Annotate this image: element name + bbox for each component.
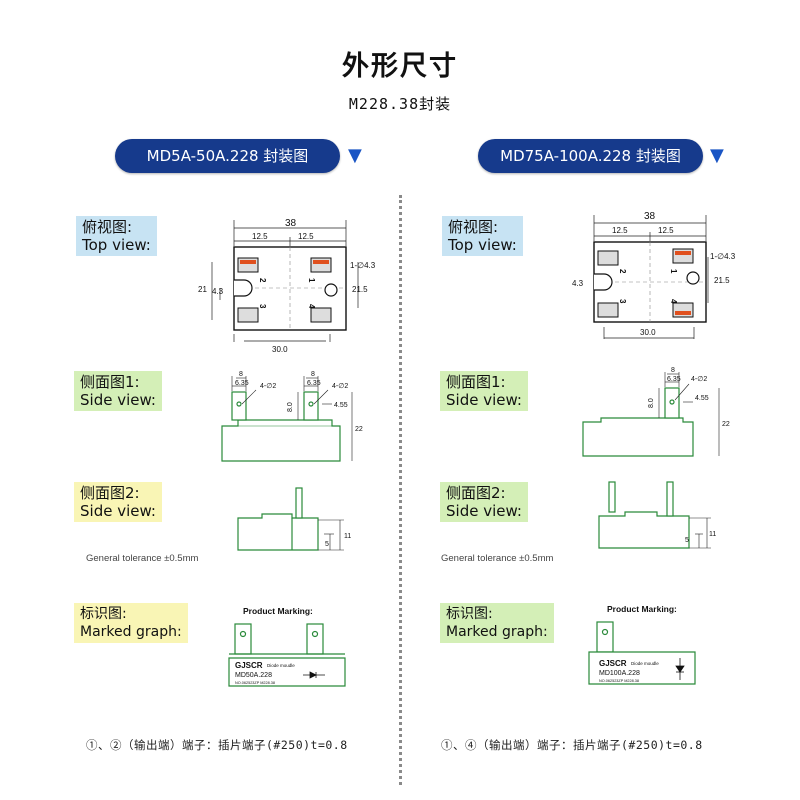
left-side1-drawing: 8 6.35 4-∅2 8 6.35 4-∅2 8.0 4.55 22: [221, 371, 363, 462]
dim-height-r: 21.5: [352, 285, 368, 294]
right-side1-cn: 侧面图1:: [446, 373, 506, 391]
left-side2-cn: 侧面图2:: [80, 484, 140, 502]
left-top-view-label: 俯视图: Top view:: [76, 216, 157, 256]
left-brand-sub: Diode moudle: [267, 663, 295, 668]
dim-half-a: 12.5: [612, 226, 628, 235]
dim-height: 21: [198, 285, 207, 294]
side1-dim-pin-off: 4.55: [334, 402, 348, 409]
left-marking-cn: 标识图:: [80, 606, 127, 622]
right-diode-symbol-icon: [675, 658, 685, 680]
dim-slot: 4.3: [212, 287, 224, 296]
dim-hole-spacing: 30.0: [272, 345, 288, 354]
side1-dim-pin-w-b: 6.35: [307, 380, 321, 387]
dim-half-a: 12.5: [252, 232, 268, 241]
right-side1-drawing: 8 6.35 4-∅2 8.0 4.55 22: [582, 367, 730, 457]
side1-dim-total: 22: [355, 426, 363, 433]
left-side2-en: Side view:: [80, 502, 156, 520]
pin-3-mark: 3: [618, 299, 627, 304]
left-marking-label: 标识图: Marked graph:: [74, 603, 188, 643]
left-top-view-drawing: 38 12.5 12.5 30.0 21 4.3 1-∅4.3 21.5 2 1…: [198, 218, 376, 354]
pin-4-mark: 4: [669, 299, 678, 304]
left-side1-label: 侧面图1: Side view:: [74, 371, 162, 411]
dim-width: 38: [644, 211, 656, 222]
left-side2-drawing: 11 5: [237, 487, 351, 551]
pin-1-mark: 1: [669, 269, 678, 274]
side1-dim-8b: 8: [311, 371, 315, 378]
pin-3-mark: 3: [258, 304, 267, 309]
dim-half-b: 12.5: [298, 232, 314, 241]
side1-dim-8: 8: [239, 371, 243, 378]
right-model: MD100A.228: [599, 670, 640, 677]
dim-hole-spacing: 30.0: [640, 328, 656, 337]
left-top-view-en: Top view:: [82, 236, 151, 254]
right-top-view-en: Top view:: [448, 236, 517, 254]
dim-hole: 1-∅4.3: [710, 252, 736, 261]
right-brand: GJSCR: [599, 659, 627, 668]
center-divider: [399, 195, 402, 785]
right-serial: NO.062523ZP M228.38: [599, 679, 639, 683]
dim-height-r: 21.5: [714, 276, 730, 285]
side1-dim-pin-w: 6.35: [235, 380, 249, 387]
left-diode-symbol-icon: [303, 671, 325, 679]
right-top-view-cn: 俯视图:: [448, 218, 499, 236]
side2r-dim-base: 5: [685, 537, 689, 544]
right-top-view-drawing: 38 12.5 12.5 30.0 4.3 1-∅4.3 21.5 2 1 3 …: [572, 211, 736, 339]
page-title: 外形尺寸: [342, 51, 458, 82]
right-brand-sub: Diode moudle: [631, 661, 659, 666]
side1-dim-pin-hole-b: 4-∅2: [332, 383, 348, 390]
pin-4-mark: 4: [307, 304, 316, 309]
left-banner: MD5A-50A.228 封装图: [115, 139, 340, 173]
dim-hole: 1-∅4.3: [350, 261, 376, 270]
right-product-marking-text: Product Marking:: [607, 604, 677, 614]
side2-dim-body: 11: [344, 533, 351, 540]
right-marking-en: Marked graph:: [446, 624, 548, 640]
dim-width: 38: [285, 218, 297, 229]
side2-dim-base: 5: [325, 541, 329, 548]
pin-1-mark: 1: [307, 278, 316, 283]
side1r-dim-pin-w: 6.35: [667, 376, 681, 383]
left-tolerance: General tolerance ±0.5mm: [86, 553, 199, 564]
dim-half-b: 12.5: [658, 226, 674, 235]
side2r-dim-body: 11: [709, 531, 716, 538]
right-tolerance: General tolerance ±0.5mm: [441, 553, 554, 564]
page-subtitle: M228.38封装: [348, 95, 452, 113]
right-side2-cn: 侧面图2:: [446, 484, 506, 502]
pin-2-mark: 2: [618, 269, 627, 274]
left-down-arrow-icon: ▼: [348, 145, 362, 166]
left-top-view-cn: 俯视图:: [82, 218, 133, 236]
left-brand: GJSCR: [235, 661, 263, 670]
right-side2-drawing: 11 5: [598, 481, 716, 549]
side1r-dim-pin-hole: 4-∅2: [691, 376, 707, 383]
side1-dim-pin-hole: 4-∅2: [260, 383, 276, 390]
left-serial: NO.062523ZP M228.38: [235, 681, 275, 685]
right-footer-note: ①、④（输出端）端子：插片端子(#250)t=0.8: [441, 738, 703, 752]
right-side1-label: 侧面图1: Side view:: [440, 371, 528, 411]
left-side1-en: Side view:: [80, 391, 156, 409]
right-marking-label: 标识图: Marked graph:: [440, 603, 554, 643]
right-side2-en: Side view:: [446, 502, 522, 520]
left-side2-label: 侧面图2: Side view:: [74, 482, 162, 522]
side1r-dim-pin-len: 8.0: [648, 398, 655, 408]
side1r-dim-total: 22: [722, 421, 730, 428]
right-banner: MD75A-100A.228 封装图: [478, 139, 703, 173]
right-side1-en: Side view:: [446, 391, 522, 409]
left-side1-cn: 侧面图1:: [80, 373, 140, 391]
right-top-view-label: 俯视图: Top view:: [442, 216, 523, 256]
right-marking-drawing: Product Marking: GJSCR Diode moudle MD10…: [588, 604, 696, 685]
right-marking-cn: 标识图:: [446, 606, 493, 622]
left-marking-en: Marked graph:: [80, 624, 182, 640]
left-marking-drawing: Product Marking: GJSCR Diode moudle MD50…: [228, 606, 346, 687]
left-product-marking-text: Product Marking:: [243, 606, 313, 616]
left-model: MD50A.228: [235, 672, 272, 679]
dim-slot: 4.3: [572, 279, 584, 288]
right-down-arrow-icon: ▼: [710, 145, 724, 166]
left-footer-note: ①、②（输出端）端子：插片端子(#250)t=0.8: [86, 738, 348, 752]
right-side2-label: 侧面图2: Side view:: [440, 482, 528, 522]
side1-dim-pin-len: 8.0: [287, 402, 294, 412]
side1r-dim-pin-off: 4.55: [695, 395, 709, 402]
pin-2-mark: 2: [258, 278, 267, 283]
side1r-dim-8: 8: [671, 367, 675, 374]
